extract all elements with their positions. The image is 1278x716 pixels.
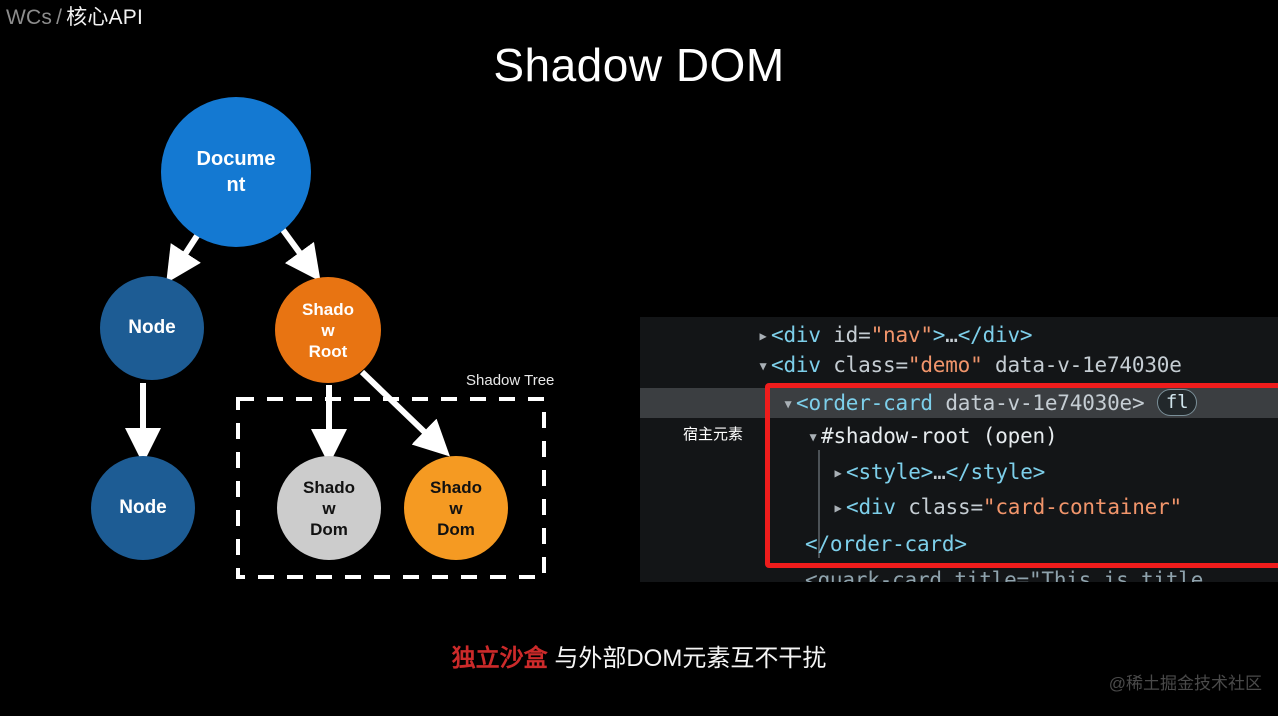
chevron-down-icon[interactable]: ▼ (809, 430, 817, 444)
breadcrumb-current: 核心API (66, 6, 143, 29)
devtools-elements-panel[interactable]: ▶<div id="nav">…</div> ▼<div class="demo… (640, 317, 1278, 582)
shadow-dom-tree-diagram: Docume nt Node Shado w Root Node Shado w… (0, 0, 640, 640)
caption-rest: 与外部DOM元素互不干扰 (554, 645, 827, 672)
code-tag-open: <div (771, 353, 821, 377)
breadcrumb-root[interactable]: WCs (6, 6, 53, 29)
code-attr-value: "card-container" (982, 495, 1182, 519)
code-tag-open: <order-card (796, 391, 933, 415)
chevron-down-icon[interactable]: ▼ (759, 359, 767, 373)
code-attr-name: class= (820, 353, 908, 377)
code-line-quark-card[interactable]: <quark-card title="This is title (805, 565, 1203, 582)
chevron-right-icon[interactable]: ▶ (834, 466, 842, 480)
code-line-div-nav[interactable]: ▶ <div id="nav">…</div> (755, 320, 1032, 351)
code-attr-rest: data-v-1e74030e (982, 353, 1182, 377)
tree-guide-line (818, 450, 820, 558)
code-shadow-root-text: #shadow-root (open) (821, 424, 1058, 448)
panel-background-bottom (640, 418, 1278, 582)
code-quark-card-text: <quark-card title="This is title (805, 568, 1204, 582)
breadcrumb-separator: / (56, 6, 63, 29)
code-attr-value: "nav" (870, 323, 933, 347)
code-tag-open: <div (846, 495, 896, 519)
breadcrumb: WCs/核心API (6, 4, 143, 32)
code-tag-close: </div> (957, 323, 1033, 347)
code-line-order-card[interactable]: ▼ <order-card data-v-1e74030e> fl (780, 388, 1198, 419)
caption-highlight: 独立沙盒 (451, 645, 548, 672)
code-line-card-container[interactable]: ▶ <div class="card-container" (830, 492, 1182, 523)
page-title: Shadow DOM (493, 39, 785, 91)
code-attr-value: "demo" (907, 353, 983, 377)
code-tag-gt: > (932, 323, 946, 347)
host-element-annotation: 宿主元素 (683, 426, 744, 443)
watermark: @稀土掘金技术社区 (1108, 674, 1262, 693)
code-ellipsis[interactable]: … (933, 460, 946, 484)
shadow-root-highlight-box (765, 383, 1278, 568)
code-line-style[interactable]: ▶ <style>…</style> (830, 457, 1045, 488)
code-tag-open: <style> (846, 460, 934, 484)
code-line-shadow-root[interactable]: ▼ #shadow-root (open) (805, 421, 1057, 452)
code-attr-name: class= (895, 495, 983, 519)
code-tag-close: </order-card> (805, 532, 967, 556)
code-line-order-card-close[interactable]: </order-card> (805, 529, 967, 559)
chevron-right-icon[interactable]: ▶ (834, 501, 842, 515)
code-attr-name: id= (820, 323, 871, 347)
code-tag-open: <div (771, 323, 821, 347)
slide-caption: 独立沙盒 与外部DOM元素互不干扰 (0, 641, 1278, 677)
flex-badge[interactable]: fl (1156, 389, 1198, 416)
code-tag-close: </style> (945, 460, 1046, 484)
shadow-tree-label: Shadow Tree (466, 372, 555, 389)
code-line-div-demo[interactable]: ▼ <div class="demo" data-v-1e74030e (755, 350, 1182, 381)
code-ellipsis[interactable]: … (945, 323, 958, 347)
chevron-down-icon[interactable]: ▼ (784, 397, 792, 411)
chevron-right-icon[interactable]: ▶ (759, 329, 767, 343)
code-attr-rest: data-v-1e74030e> (932, 391, 1145, 415)
panel-background-top (640, 317, 1278, 388)
